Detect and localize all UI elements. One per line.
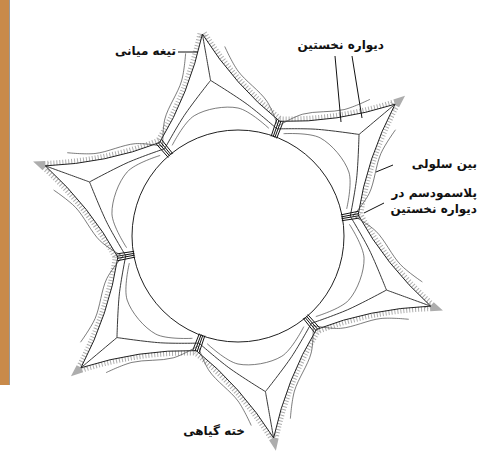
primary-wall (106, 346, 198, 373)
leader-lines (178, 52, 393, 213)
middle-lamella (350, 216, 386, 290)
primary-wall (284, 134, 351, 209)
primary-wall (172, 107, 269, 145)
plasmodesma (303, 318, 314, 332)
part-label: بین سلولی (395, 157, 477, 173)
primary-wall (290, 326, 313, 419)
middle-lamella (311, 290, 386, 323)
middle-lamella (386, 290, 430, 306)
leader-line (352, 56, 362, 118)
middle-lamella (90, 182, 126, 256)
leader-line (364, 203, 384, 213)
primary-wall (278, 99, 370, 126)
inner-cell (132, 130, 344, 342)
primary-wall (54, 190, 123, 256)
primary-wall (67, 144, 163, 154)
plasmodesma (162, 140, 173, 154)
primary-wall (112, 155, 160, 247)
primary-wall (163, 53, 186, 146)
part-label: تیغه میانی (92, 44, 176, 60)
middle-lamella (359, 104, 395, 134)
primary-wall (316, 224, 364, 316)
wall-outline (45, 34, 430, 438)
middle-lamella (81, 338, 117, 368)
cytoplasm-stipple (45, 34, 430, 438)
photo-border (9, 0, 10, 385)
photo-strip (0, 0, 9, 385)
middle-lamella (202, 34, 210, 80)
plasmodesma (306, 316, 318, 330)
plasmodesma (277, 122, 284, 139)
primary-wall (353, 130, 395, 216)
primary-wall (353, 216, 422, 282)
middle-lamella (45, 166, 89, 182)
cell-walls (45, 34, 430, 438)
middle-lamella (165, 80, 211, 148)
middle-lamella (117, 256, 126, 338)
plasmodesma (116, 251, 134, 254)
plasmodesma (158, 142, 170, 156)
leader-line (335, 56, 341, 122)
part-label: دیواره نخستین (284, 38, 384, 54)
leader-line (376, 165, 393, 172)
primary-wall (313, 318, 409, 328)
cell-lumen (141, 139, 335, 333)
primary-wall (207, 327, 304, 365)
middle-lamella (265, 392, 273, 438)
middle-lamella (265, 323, 311, 391)
primary-wall (126, 263, 193, 338)
part-label: خته گیاهی (150, 424, 245, 440)
middle-lamella (90, 149, 165, 182)
middle-lamella (211, 80, 277, 128)
middle-lamella (199, 343, 265, 391)
primary-wall (80, 256, 122, 342)
plasmodesma (160, 141, 171, 155)
middle-lamella (350, 134, 359, 216)
plasmodesma (193, 334, 200, 351)
part-label: پلاسمودسم در دیواره نخستین (385, 186, 477, 217)
leader-line (178, 52, 198, 53)
plasmodesma (342, 218, 360, 221)
